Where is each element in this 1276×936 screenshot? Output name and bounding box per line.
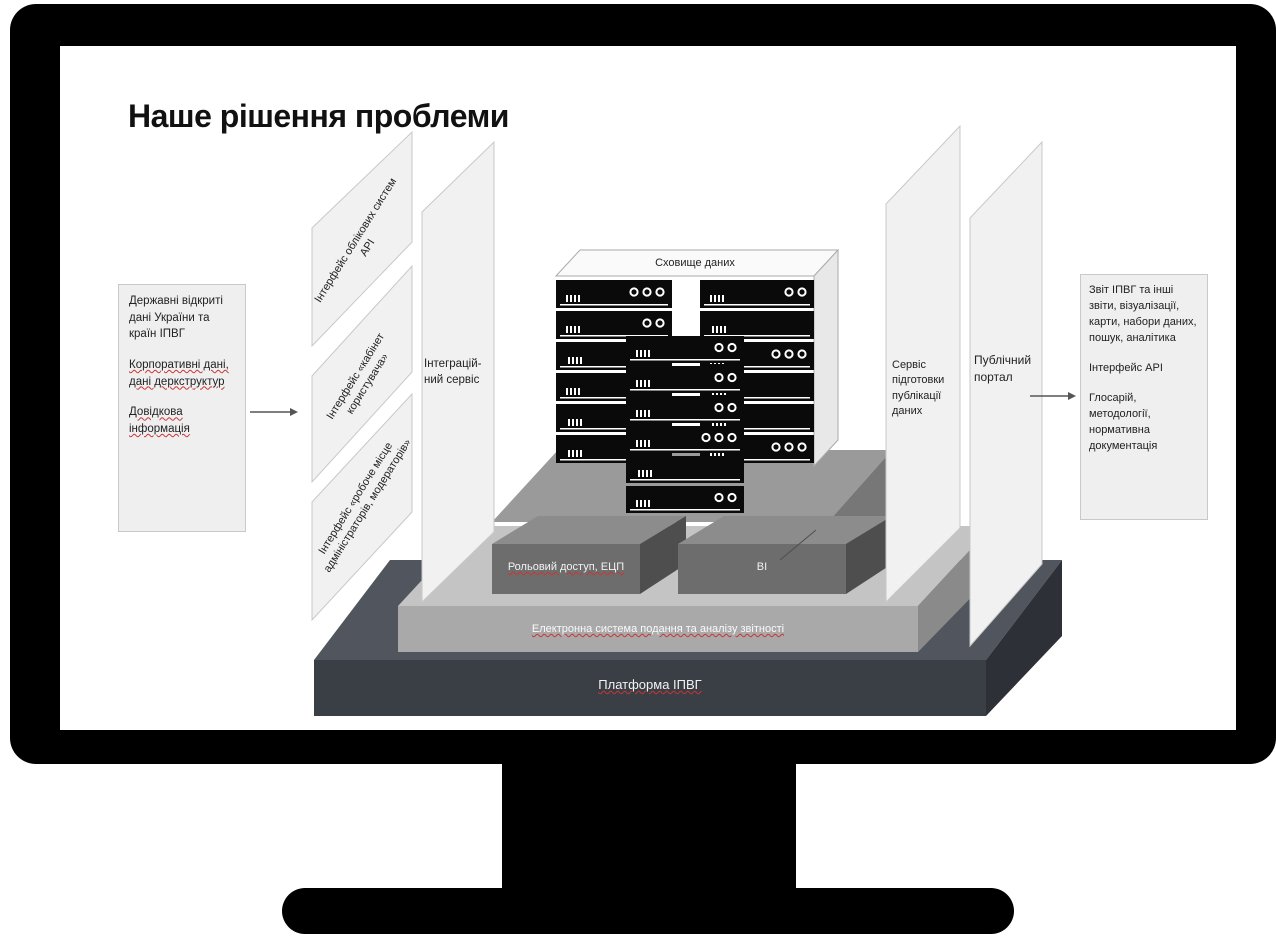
- server-unit: [700, 280, 814, 308]
- role-access-top: [492, 516, 686, 544]
- warehouse-right-face: [813, 248, 839, 468]
- source-open-data: Державні відкриті дані України та країн …: [129, 295, 223, 341]
- slide-title: Наше рішення проблеми: [128, 98, 509, 134]
- server-unit: [626, 366, 744, 393]
- outputs-box: Звіт ІПВГ та інші звіти, візуалізації, к…: [1080, 274, 1208, 520]
- server-unit: [700, 311, 814, 339]
- output-arrow-head: [1068, 392, 1076, 400]
- source-corporate: Корпоративні дані, дані деркструктур: [129, 359, 229, 388]
- public-portal-panel: [969, 140, 1043, 648]
- publication-service-panel: [885, 124, 961, 604]
- output-glossary: Глосарій, методології, нормативна докуме…: [1089, 391, 1158, 452]
- role-access-right: [640, 516, 686, 594]
- bi-box-right: [846, 516, 892, 594]
- platform-right-face: [986, 560, 1062, 716]
- bi-box-front: [678, 544, 846, 594]
- interface-panel-admin: [311, 392, 413, 622]
- output-reports: Звіт ІПВГ та інші звіти, візуалізації, к…: [1089, 284, 1197, 344]
- bi-connector-line: [779, 529, 817, 561]
- data-warehouse-label: Сховище даних: [655, 257, 735, 269]
- server-unit: [626, 426, 744, 453]
- monitor-stand-base: [282, 888, 1014, 934]
- data-sources-box: Державні відкриті дані України та країн …: [118, 284, 246, 532]
- bi-label: BI: [756, 561, 768, 573]
- source-reference: Довідкова інформація: [129, 406, 190, 436]
- public-portal-label: Публічний портал: [974, 353, 1032, 384]
- bi-box-top: [678, 516, 892, 544]
- interface-panel-accounting: [311, 130, 413, 348]
- platform-front-face: [314, 660, 986, 716]
- architecture-diagram: [250, 124, 1076, 716]
- server-unit: [626, 456, 744, 483]
- server-unit: [626, 336, 744, 363]
- reporting-front-face: [398, 606, 918, 652]
- server-unit: [626, 486, 744, 513]
- interface-panel-cabinet: [311, 264, 413, 484]
- server-unit: [556, 311, 672, 339]
- server-rack-left: [556, 280, 672, 463]
- role-access-front: [492, 544, 640, 594]
- server-unit: [556, 280, 672, 308]
- monitor-stand-neck: [502, 758, 796, 896]
- role-access-label: Рольовий доступ, ЕЦП: [507, 561, 625, 573]
- reporting-system-label: Електронна система подання та аналізу зв…: [531, 623, 785, 635]
- platform-label: Платформа ІПВГ: [598, 677, 702, 692]
- publication-service-label: Сервіс підготовки публікації даних: [892, 359, 945, 418]
- input-arrow-head: [290, 408, 298, 416]
- server-unit: [626, 396, 744, 423]
- monitor-screen: Наше рішення проблеми Державні відкриті …: [60, 46, 1236, 730]
- integration-service-panel: [421, 140, 495, 604]
- integration-service-label: Інтеграцій-ний сервіс: [424, 358, 482, 387]
- output-api: Інтерфейс API: [1089, 361, 1163, 374]
- server-rack-front: [626, 336, 744, 513]
